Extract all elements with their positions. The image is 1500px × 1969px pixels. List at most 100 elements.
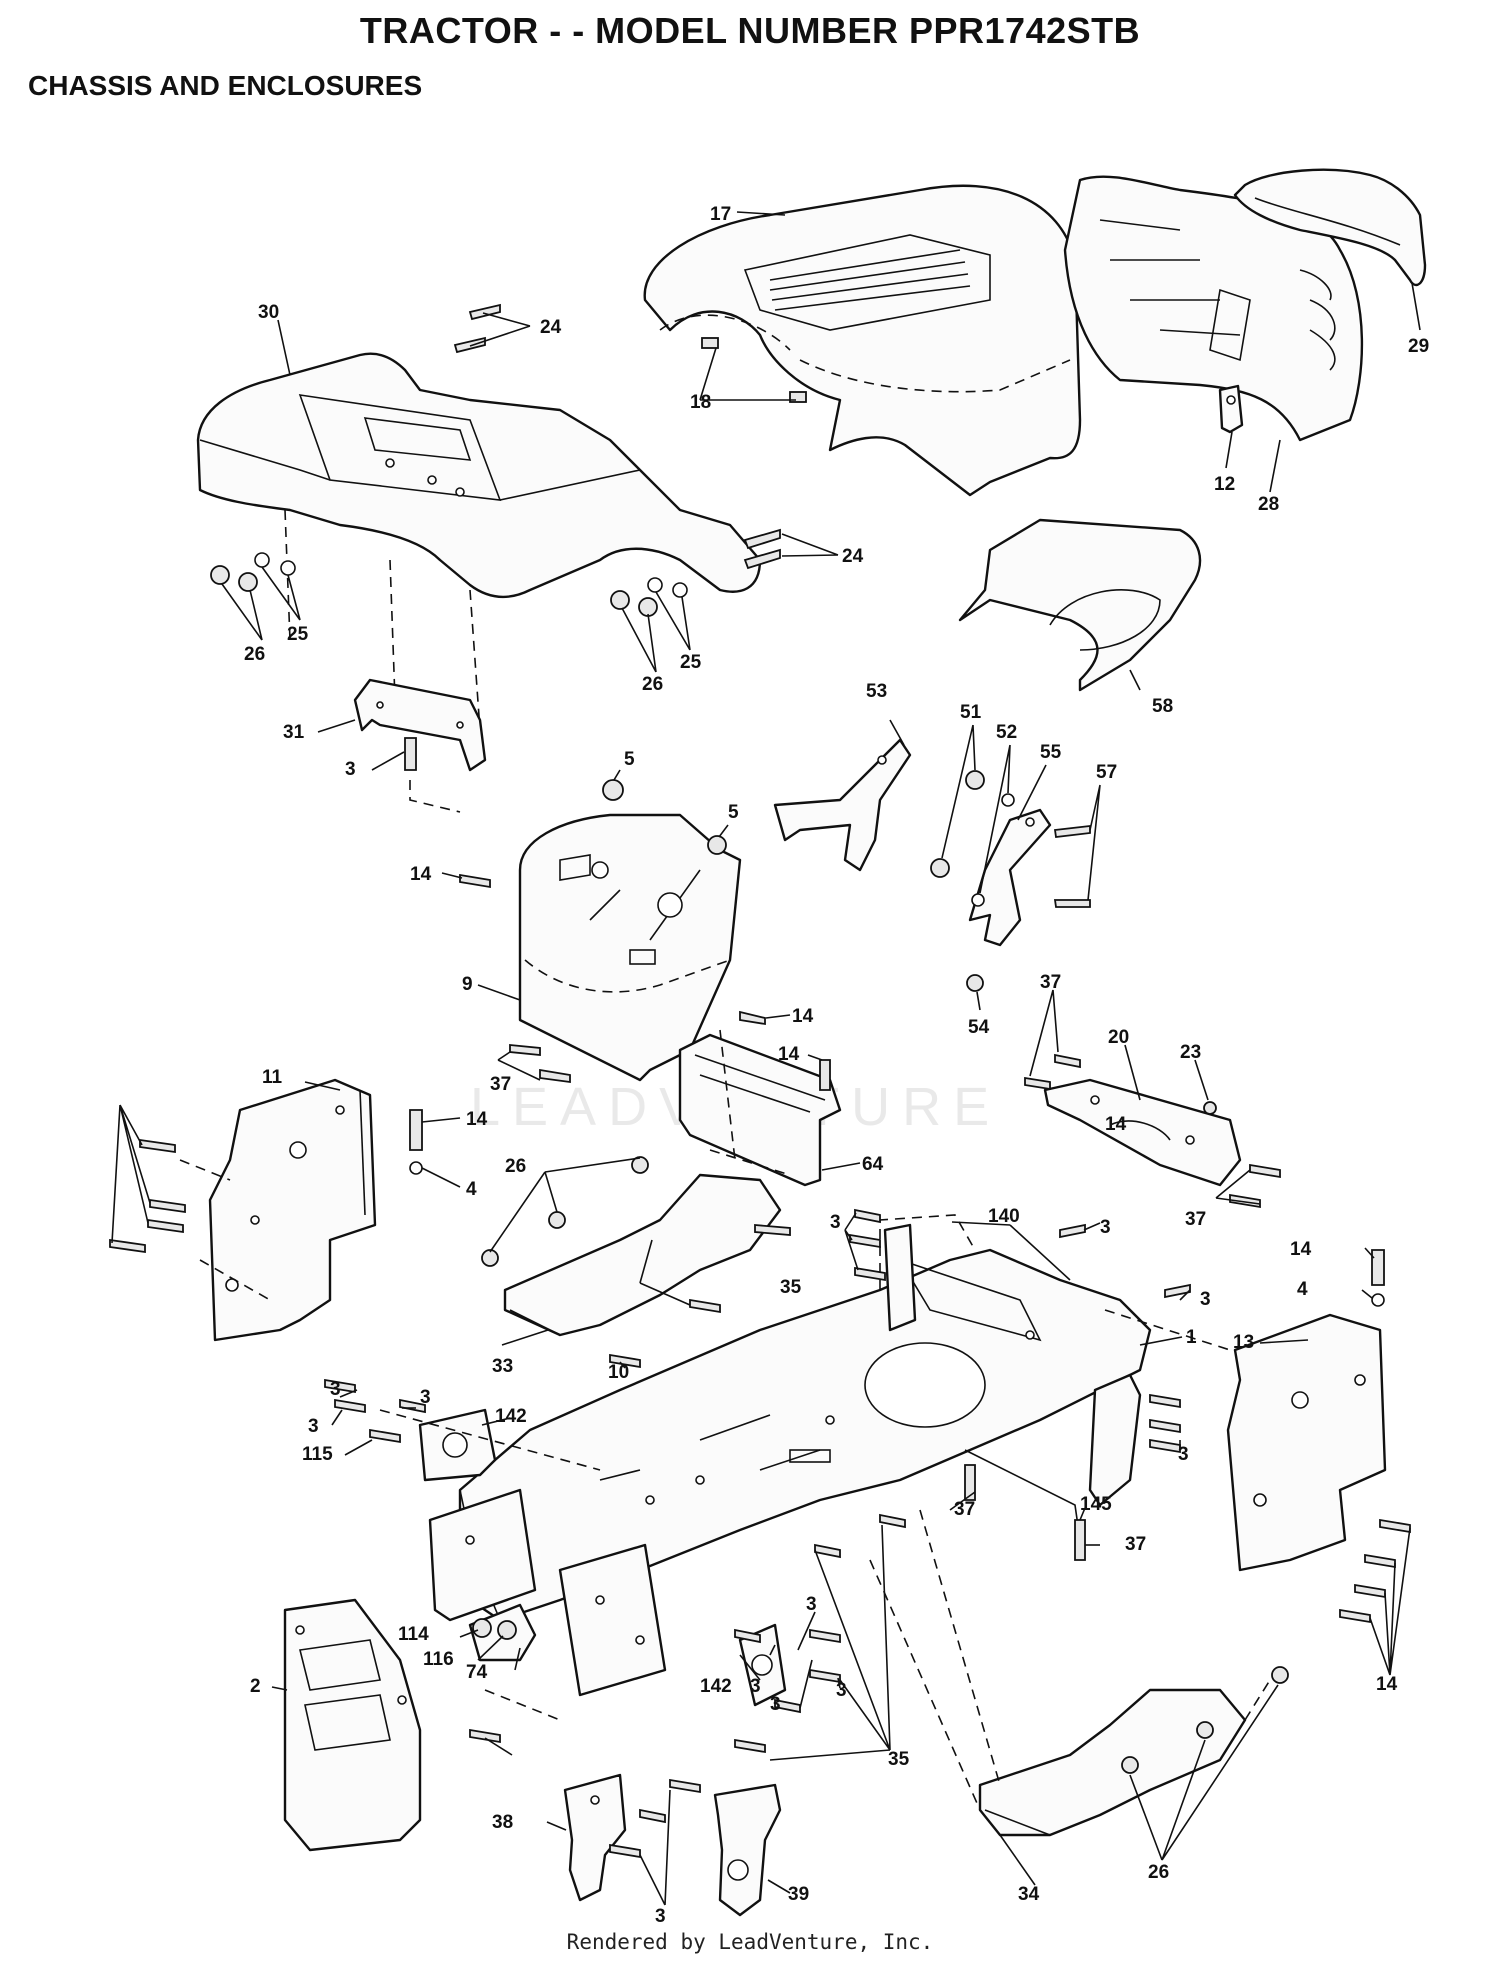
callout-51: 51 (960, 702, 982, 723)
callout-3: 3 (655, 1906, 666, 1927)
callout-14: 14 (778, 1044, 800, 1065)
fender-hardware (210, 303, 781, 617)
callout-11: 11 (262, 1067, 283, 1088)
callout-30: 30 (258, 302, 279, 323)
callout-29: 29 (1408, 336, 1429, 357)
callout-14: 14 (792, 1006, 814, 1027)
callout-35: 35 (888, 1749, 910, 1770)
callout-10: 10 (608, 1362, 629, 1383)
callout-140: 140 (988, 1206, 1020, 1227)
callout-38: 38 (492, 1812, 513, 1833)
bracket-part-12 (1218, 384, 1244, 434)
callout-26: 26 (642, 674, 663, 695)
bracket-part-142-lower (734, 1513, 906, 1714)
misc-bolts (669, 1738, 766, 1794)
callout-24: 24 (540, 317, 562, 338)
callout-4: 4 (466, 1179, 477, 1200)
dash-plate-part-9 (459, 779, 984, 1082)
callout-3: 3 (330, 1379, 341, 1400)
callout-28: 28 (1258, 494, 1279, 515)
console-support-part-64 (509, 1010, 842, 1187)
callout-18: 18 (690, 392, 711, 413)
bracket-part-140 (849, 1208, 1191, 1332)
callout-3: 3 (345, 759, 356, 780)
callout-24: 24 (842, 546, 864, 567)
footer-credit: Rendered by LeadVenture, Inc. (566, 1930, 934, 1954)
grille-housing-part-28 (1063, 175, 1364, 442)
assembly-dashed-lines (179, 1159, 1271, 1811)
callout-26: 26 (505, 1156, 526, 1177)
hood-part-17 (643, 184, 1082, 497)
callout-39: 39 (788, 1884, 809, 1905)
rod-part-145 (964, 1449, 1086, 1561)
callout-25: 25 (287, 624, 309, 645)
callout-26: 26 (1148, 1862, 1169, 1883)
callout-64: 64 (862, 1154, 884, 1175)
callout-37: 37 (1185, 1209, 1206, 1230)
callout-37: 37 (954, 1499, 975, 1520)
callout-58: 58 (1152, 696, 1173, 717)
bracket-part-38 (563, 1773, 666, 1902)
callout-116: 116 (423, 1649, 454, 1670)
callout-26: 26 (244, 644, 265, 665)
bracket-part-142-upper (324, 1378, 497, 1482)
callout-115: 115 (302, 1444, 333, 1465)
callout-3: 3 (1178, 1444, 1189, 1465)
callout-54: 54 (968, 1017, 990, 1038)
callout-5: 5 (624, 749, 635, 770)
callout-3: 3 (770, 1694, 781, 1715)
callout-25: 25 (680, 652, 702, 673)
callout-14: 14 (466, 1109, 488, 1130)
bracket-part-53 (773, 738, 912, 872)
callout-17: 17 (710, 204, 731, 225)
callout-9: 9 (462, 974, 473, 995)
bracket-part-55 (930, 770, 1091, 947)
callout-55: 55 (1040, 742, 1062, 763)
callout-142: 142 (700, 1676, 732, 1697)
bracket-part-39 (713, 1783, 782, 1917)
callout-3: 3 (420, 1387, 431, 1408)
callout-53: 53 (866, 681, 887, 702)
side-panel-part-11 (109, 1078, 423, 1342)
callout-35: 35 (780, 1277, 802, 1298)
frame-front-plates (428, 1488, 667, 1697)
callout-37: 37 (1125, 1534, 1146, 1555)
callout-20: 20 (1108, 1027, 1129, 1048)
callout-31: 31 (283, 722, 305, 743)
callout-3: 3 (750, 1676, 761, 1697)
callout-74: 74 (466, 1662, 488, 1683)
callout-14: 14 (1290, 1239, 1312, 1260)
callout-3: 3 (1100, 1217, 1111, 1238)
callout-5: 5 (728, 802, 739, 823)
footrest-part-33 (481, 1156, 791, 1369)
page-title: TRACTOR - - MODEL NUMBER PPR1742STB (359, 10, 1141, 51)
callout-14: 14 (1376, 1674, 1398, 1695)
callout-3: 3 (836, 1680, 847, 1701)
callout-13: 13 (1233, 1332, 1254, 1353)
callout-labels: 17 30 24 18 12 28 29 24 25 26 25 26 58 5… (244, 204, 1429, 1927)
side-panel-part-13 (1226, 1249, 1411, 1624)
mounting-plate-part-20 (1024, 1053, 1281, 1209)
leader-lines (111, 211, 1421, 1906)
callout-114: 114 (398, 1624, 429, 1645)
bracket-part-31 (353, 678, 487, 813)
callout-23: 23 (1180, 1042, 1201, 1063)
front-plate-part-2 (283, 1598, 501, 1852)
callout-3: 3 (308, 1416, 319, 1437)
callout-33: 33 (492, 1356, 513, 1377)
callout-12: 12 (1214, 474, 1235, 495)
link-parts-114-116-74 (468, 1603, 537, 1662)
callout-52: 52 (996, 722, 1017, 743)
callout-37: 37 (490, 1074, 511, 1095)
fender-part-30 (196, 352, 762, 731)
callout-14: 14 (410, 864, 432, 885)
callout-2: 2 (250, 1676, 261, 1697)
grille-part-29 (1233, 168, 1427, 287)
callout-145: 145 (1080, 1494, 1112, 1515)
callout-37: 37 (1040, 972, 1061, 993)
callout-142: 142 (495, 1406, 527, 1427)
callout-34: 34 (1018, 1884, 1040, 1905)
footrest-part-34 (978, 1666, 1289, 1837)
